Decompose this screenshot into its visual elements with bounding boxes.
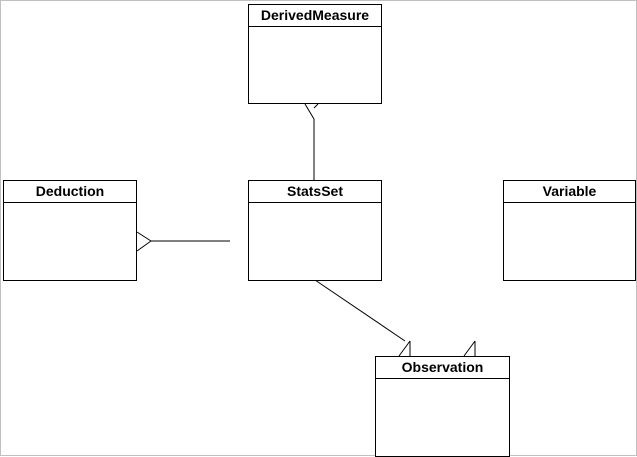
- link-statsset-observation: [314, 279, 406, 342]
- entity-deduction-title: Deduction: [4, 181, 136, 203]
- crowfoot-deduction-lower: [136, 240, 152, 252]
- entity-deduction[interactable]: Deduction: [3, 180, 137, 281]
- entity-variable-title: Variable: [504, 181, 635, 203]
- entity-stats-set[interactable]: StatsSet: [248, 180, 382, 281]
- crowfoot-observation-far-left: [463, 340, 476, 357]
- entity-stats-set-title: StatsSet: [249, 181, 381, 203]
- entity-variable[interactable]: Variable: [503, 180, 636, 281]
- crowfoot-observation-left: [398, 340, 411, 357]
- entity-observation-title: Observation: [376, 357, 509, 379]
- crowfoot-derivedmeasure-tick: [313, 103, 319, 109]
- crowfoot-deduction-upper: [136, 231, 152, 242]
- link-statsset-derivedmeasure-end: [304, 103, 315, 120]
- entity-derived-measure-title: DerivedMeasure: [249, 5, 381, 27]
- entity-derived-measure[interactable]: DerivedMeasure: [248, 4, 382, 104]
- entity-observation[interactable]: Observation: [375, 356, 510, 457]
